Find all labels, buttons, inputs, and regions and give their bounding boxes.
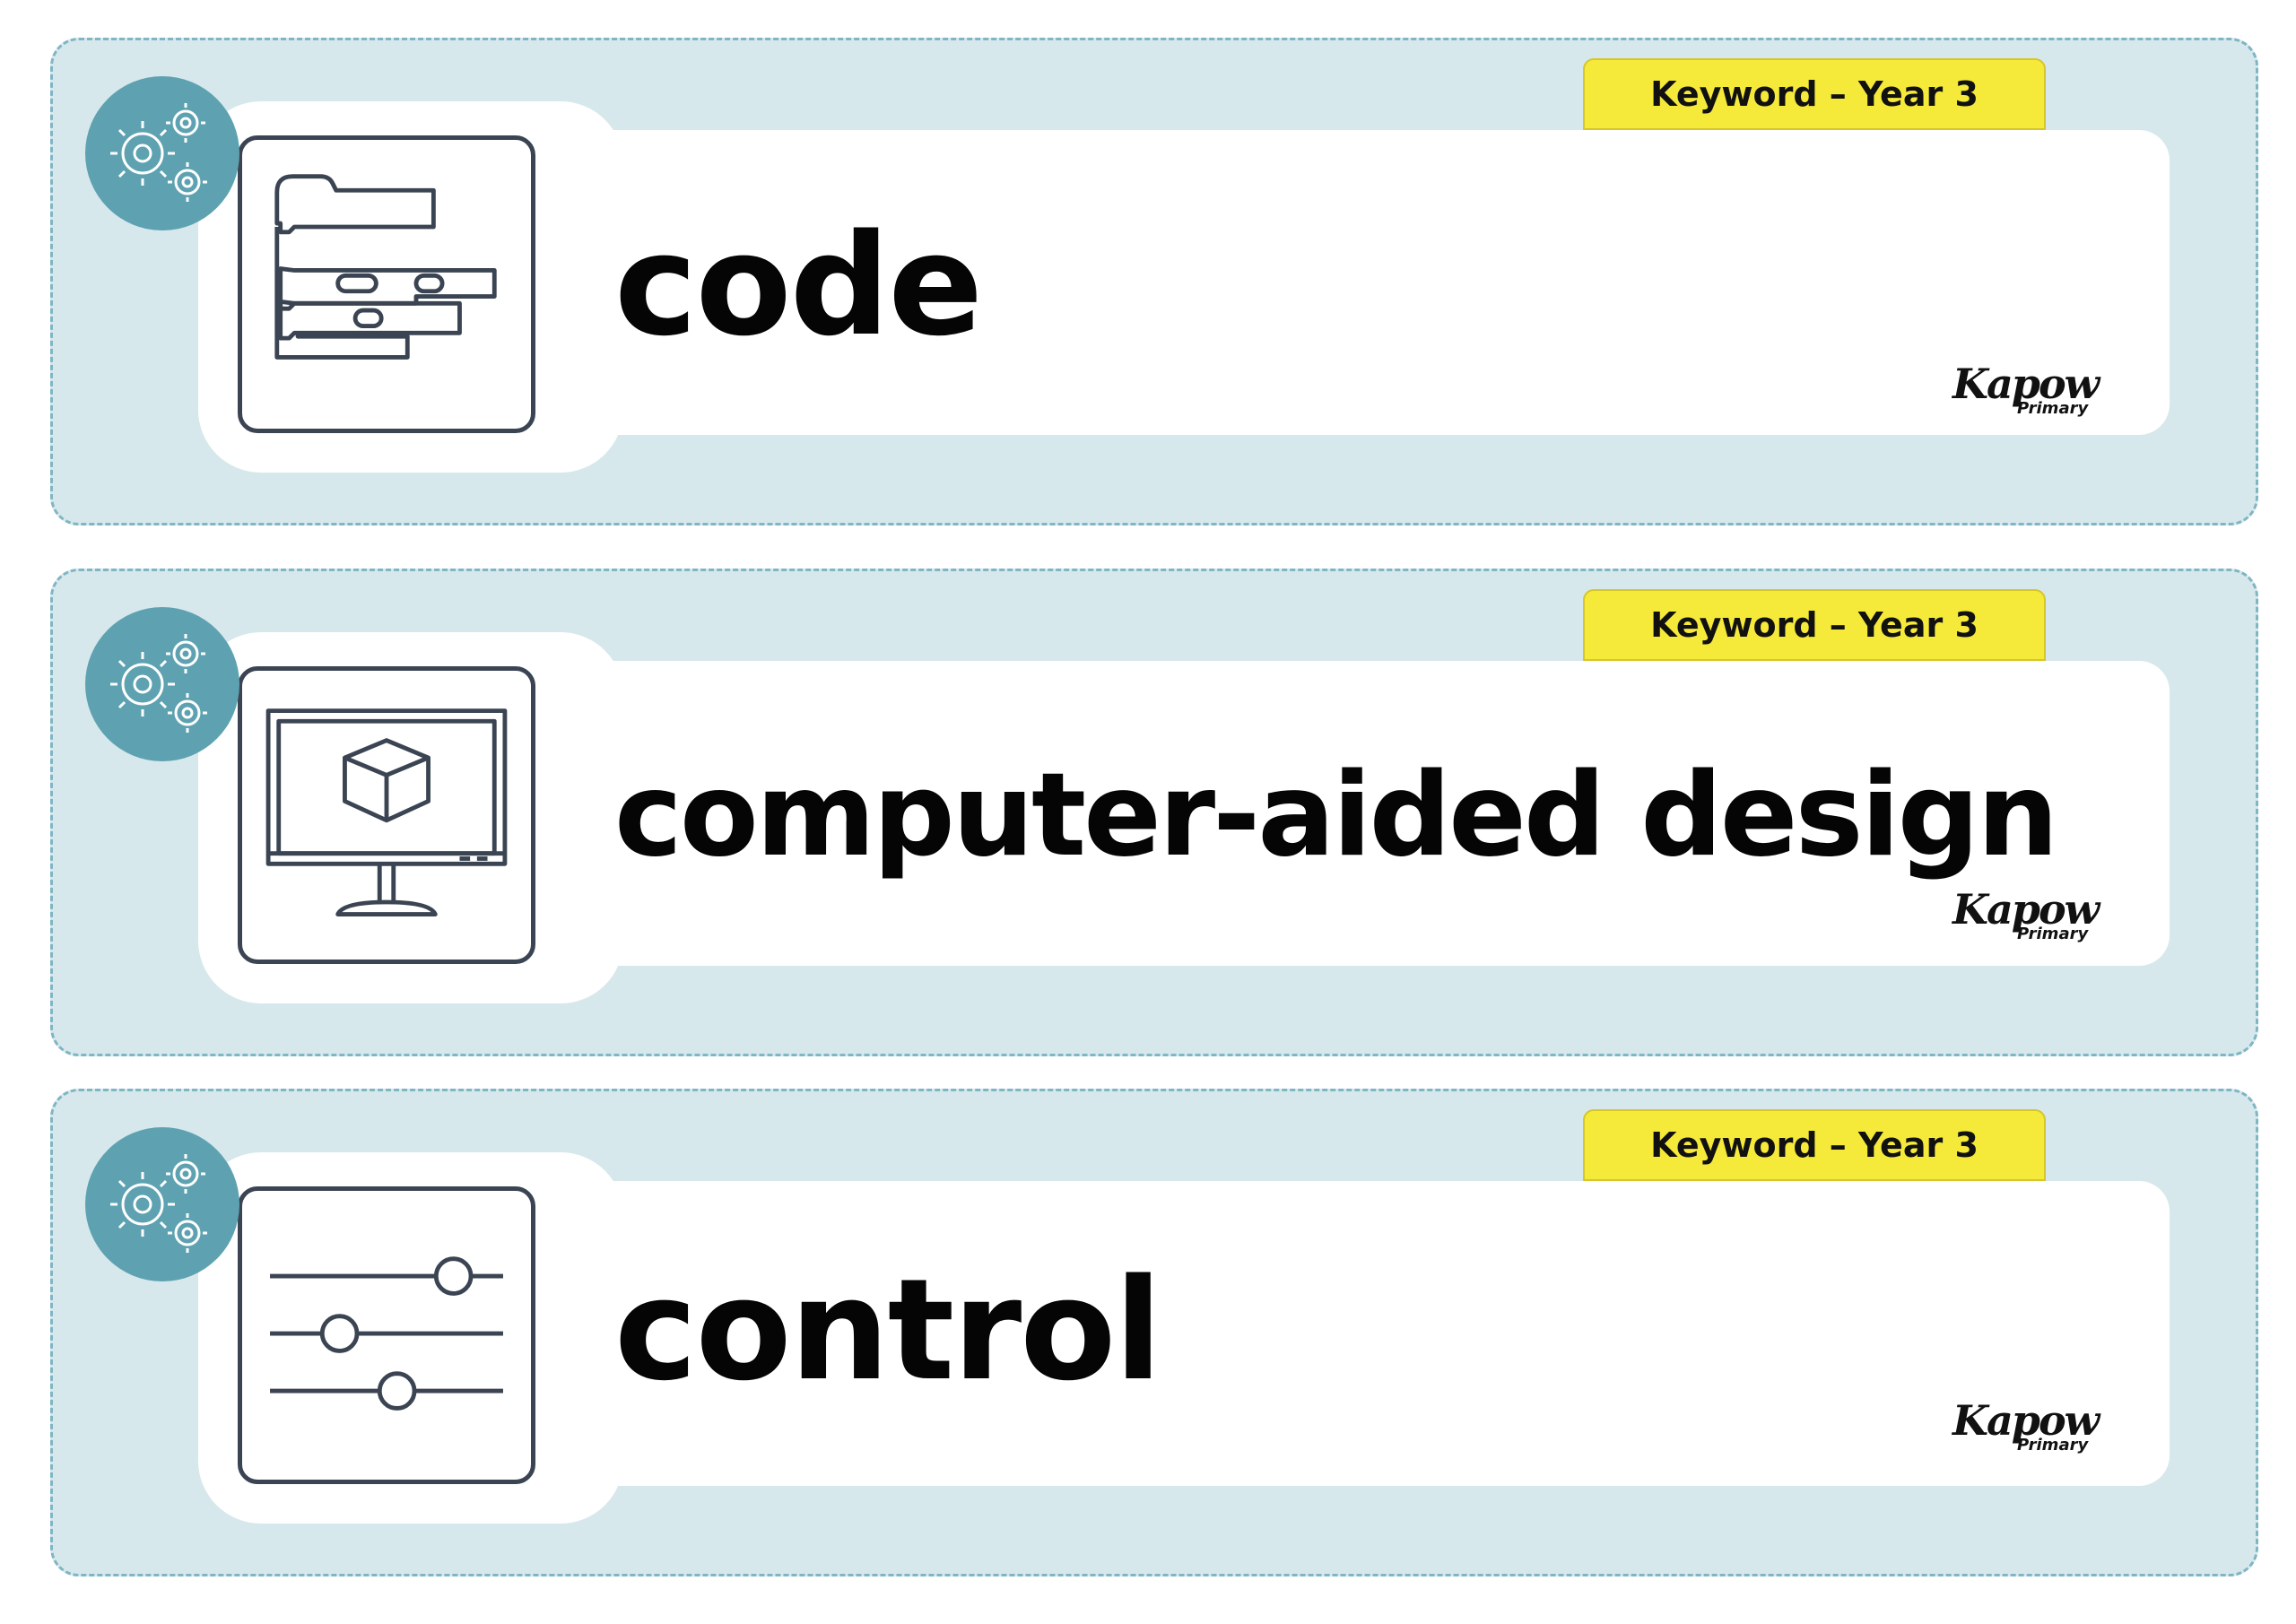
logo-sub: Primary <box>2017 399 2089 418</box>
word-panel <box>573 661 2170 966</box>
keyword-card-control: Keyword – Year 3 control Kapow Primary <box>50 1089 2258 1576</box>
kapow-primary-logo: Kapow Primary <box>1952 885 2100 957</box>
gears-icon <box>85 1127 239 1281</box>
logo-main: Kapow <box>1952 1396 2100 1445</box>
monitor-cube-icon <box>238 666 535 964</box>
word-panel <box>573 1181 2170 1486</box>
keyword-text: computer-aided design <box>614 749 2058 882</box>
gears-icon <box>85 76 239 230</box>
logo-sub: Primary <box>2017 925 2089 943</box>
keyword-year-tab: Keyword – Year 3 <box>1583 58 2046 130</box>
keyword-card-computer-aided-design: Keyword – Year 3 computer-aided design K… <box>50 569 2258 1056</box>
keyword-text: control <box>614 1248 1162 1411</box>
keyword-year-tab: Keyword – Year 3 <box>1583 1109 2046 1181</box>
code-blocks-icon <box>238 135 535 433</box>
logo-main: Kapow <box>1952 885 2100 934</box>
gears-icon <box>85 607 239 761</box>
logo-sub: Primary <box>2017 1436 2089 1455</box>
kapow-primary-logo: Kapow Primary <box>1952 360 2100 431</box>
keyword-year-tab: Keyword – Year 3 <box>1583 589 2046 661</box>
word-panel <box>573 130 2170 435</box>
sliders-icon <box>238 1186 535 1484</box>
keyword-card-code: Keyword – Year 3 code Kapow Primary <box>50 38 2258 525</box>
keyword-text: code <box>614 204 983 367</box>
logo-main: Kapow <box>1952 360 2100 408</box>
kapow-primary-logo: Kapow Primary <box>1952 1396 2100 1468</box>
